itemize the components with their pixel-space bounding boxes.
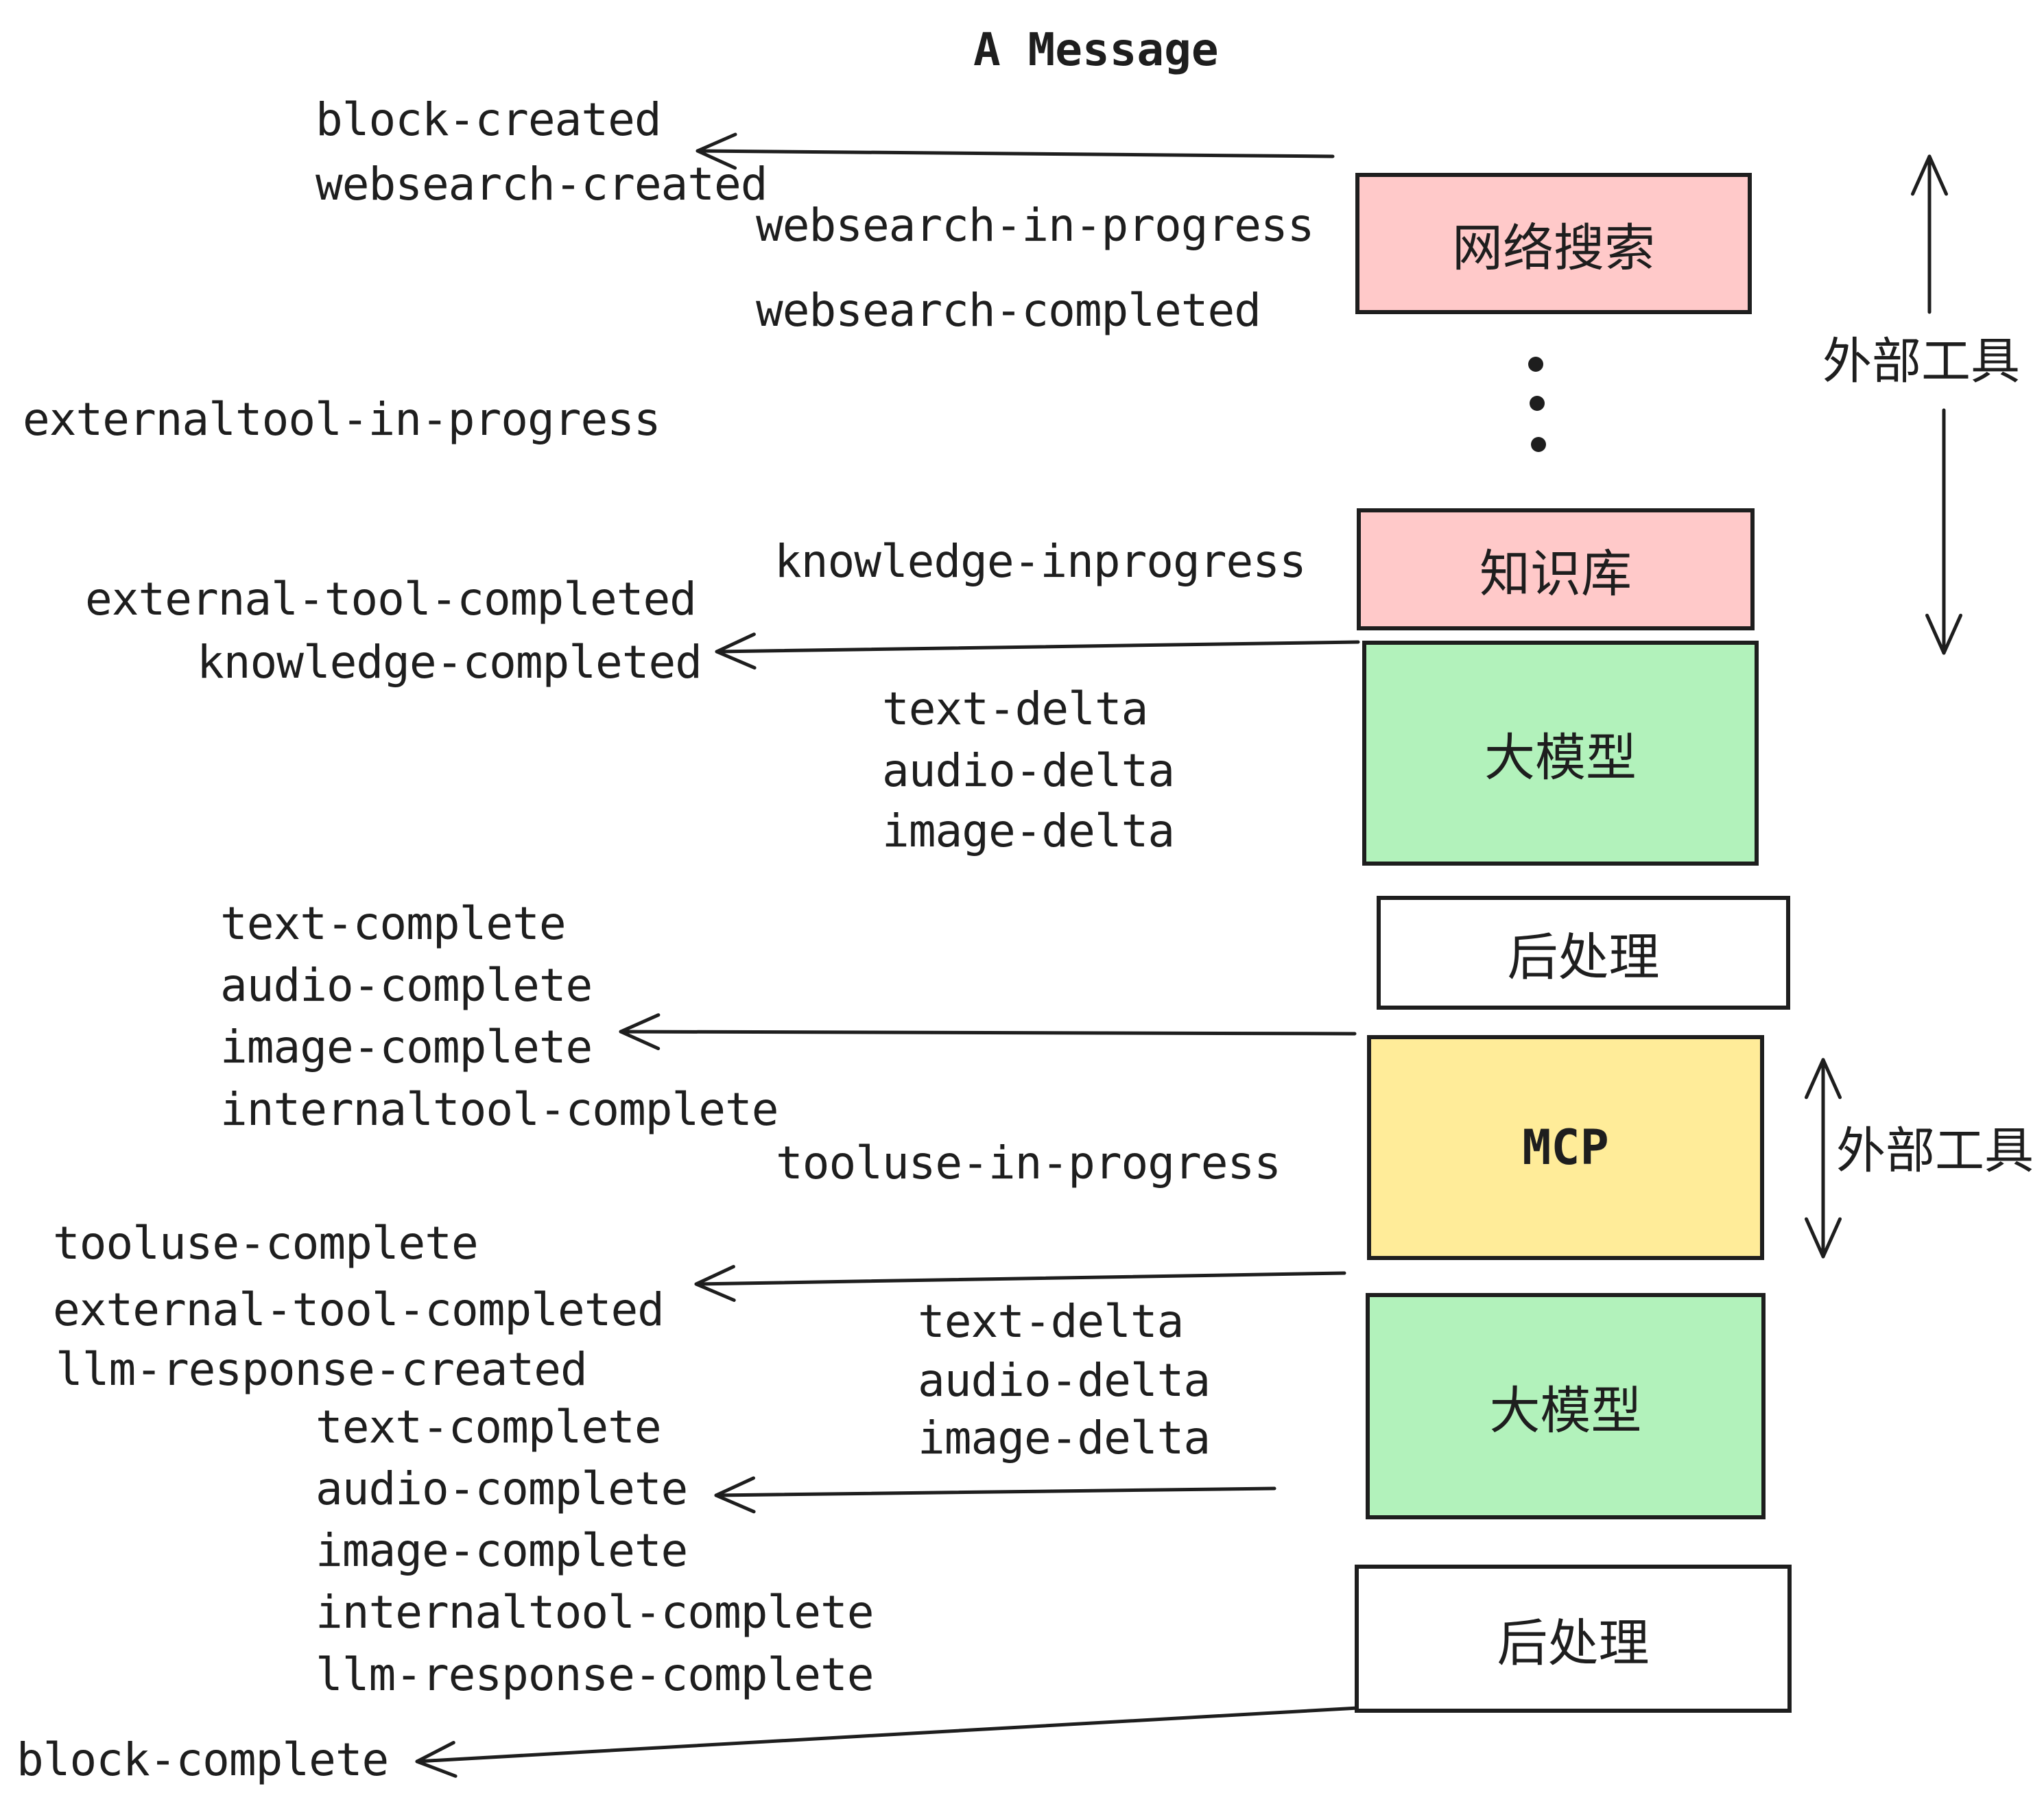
event-label: websearch-completed [756,283,1261,337]
flow-arrow [715,632,1360,670]
event-label: audio-complete [316,1462,688,1515]
side-annotation-label: 外部工具 [1836,1124,2034,1179]
event-label: image-delta [882,804,1175,857]
event-label: audio-complete [220,958,593,1012]
flow-arrow [696,132,1335,170]
node-box-label: 知识库 [1479,545,1632,602]
node-post-process-2: 后处理 [1355,1565,1792,1713]
event-label: image-complete [220,1020,593,1073]
node-box-label: MCP [1522,1119,1609,1176]
node-box-label: 大模型 [1484,728,1637,786]
event-label: image-delta [918,1411,1211,1464]
event-label: knowledge-inprogress [774,534,1307,588]
node-box-label: 大模型 [1489,1381,1642,1439]
ellipsis-dot [1530,396,1545,411]
flow-arrow [1911,154,1948,314]
flow-arrow [415,1706,1360,1778]
event-label: text-complete [220,897,567,950]
node-llm-1: 大模型 [1362,641,1759,866]
flow-arrow [1925,408,1962,655]
event-label: text-complete [316,1400,662,1453]
event-label: tooluse-complete [53,1216,479,1270]
node-llm-2: 大模型 [1366,1293,1766,1519]
event-label: websearch-in-progress [756,198,1314,252]
event-label: llm-response-created [56,1342,588,1396]
event-label: text-delta [918,1294,1184,1348]
side-annotation-label: 外部工具 [1822,334,2021,390]
event-label: internaltool-complete [220,1082,779,1136]
flow-arrow [1805,1058,1842,1259]
diagram-title: A Message [973,23,1219,76]
event-label: knowledge-completed [197,635,702,689]
flow-arrow [619,1013,1357,1051]
event-label: audio-delta [882,744,1175,797]
event-label: external-tool-completed [53,1283,665,1336]
node-mcp: MCP [1367,1035,1764,1260]
event-label: external-tool-completed [85,572,697,626]
ellipsis-dot [1531,437,1546,452]
event-label: audio-delta [918,1353,1211,1407]
node-post-process-1: 后处理 [1377,896,1790,1010]
node-box-label: 后处理 [1497,1614,1650,1672]
event-label: externaltool-in-progress [23,392,661,446]
flow-arrow [714,1476,1276,1514]
node-knowledge-base: 知识库 [1357,508,1755,630]
node-web-search: 网络搜索 [1355,173,1752,314]
node-box-label: 后处理 [1507,928,1660,986]
event-label: block-complete [16,1733,389,1786]
node-box-label: 网络搜索 [1452,219,1655,276]
event-label: llm-response-complete [316,1648,874,1701]
ellipsis-dot [1528,357,1543,372]
event-label: image-complete [316,1523,688,1577]
event-label: websearch-created [316,157,768,211]
event-label: internaltool-complete [316,1585,874,1639]
event-label: text-delta [882,682,1148,735]
event-label: tooluse-in-progress [776,1136,1281,1189]
event-label: block-created [316,93,662,146]
